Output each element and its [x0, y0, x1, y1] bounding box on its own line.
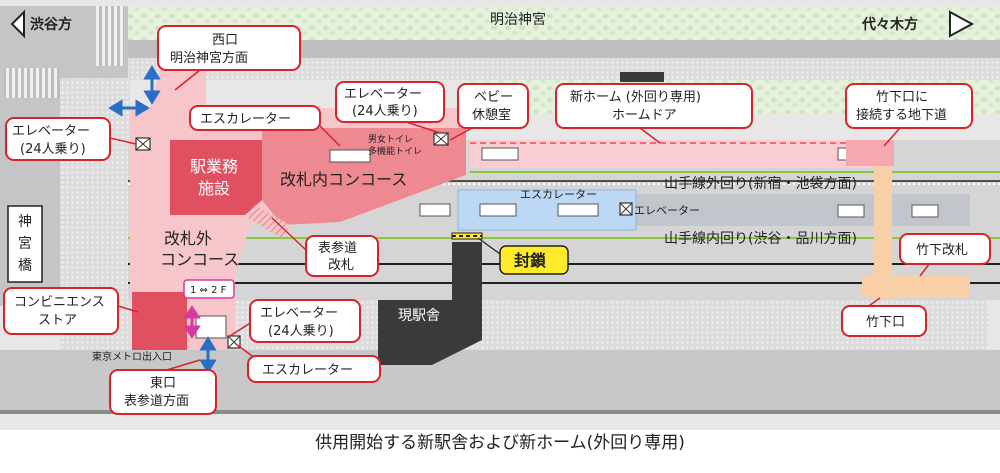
convenience-store-area: [132, 292, 187, 350]
takeshita-exit-label: 竹下口: [866, 315, 905, 330]
omotesando-gate-label-1: 表参道: [318, 240, 357, 256]
right-arrow-icon: [949, 10, 975, 38]
inner-loop-label: 山手線内回り(渋谷・品川方面): [664, 231, 857, 247]
crosswalk: [96, 6, 124, 66]
current-station-building: [378, 242, 482, 365]
station-office: [170, 140, 262, 215]
baby-room-label-2: 休憩室: [472, 107, 511, 123]
floor-arrow: [183, 305, 201, 339]
omotesando-gate-area: [248, 205, 290, 238]
floor-switch-label: 1 ⇔ 2 F: [190, 285, 227, 296]
toilet-label-2: 多機能トイレ: [368, 145, 422, 157]
callout-takeshita-gate: [899, 233, 991, 265]
callout-omotesando-gate: [305, 235, 379, 277]
closed-label: 封鎖: [514, 251, 547, 270]
callout-baby-room: [457, 83, 529, 129]
station-office-label-2: 施設: [198, 179, 230, 198]
floor-switch-box: [183, 279, 235, 299]
takeshita-underpass-label-1: 竹下口に: [876, 90, 928, 105]
omotesando-gate-label-2: 改札: [328, 258, 354, 273]
east-exit-label-2: 表参道方面: [124, 393, 189, 409]
road-edge: [0, 410, 1000, 414]
elevator-bottom-label-1: エレベーター: [260, 306, 338, 321]
takeshita-gate-label: 竹下改札: [916, 243, 968, 258]
new-platform: [470, 140, 890, 168]
baby-room-label-1: ベビー: [474, 90, 513, 105]
left-arrow-icon: [10, 9, 25, 39]
callout-elevator-bottom: [249, 299, 361, 343]
meiji-jingu-label: 明治神宮: [490, 12, 546, 28]
callout-takeshita-exit: [841, 305, 927, 337]
elevator-top-label-1: エレベーター: [344, 87, 422, 102]
callout-takeshita-underpass: [845, 83, 973, 129]
direction-left: 渋谷方: [30, 16, 72, 33]
sidewalk: [128, 58, 1000, 80]
callout-closed: [499, 245, 569, 275]
jingu-bashi-char-0: 神: [18, 214, 32, 230]
platform-roof: [620, 72, 664, 82]
west-exit-label-2: 明治神宮方面: [170, 50, 248, 66]
crosswalk: [4, 68, 60, 98]
outer-concourse-label-2: コンコース: [160, 250, 239, 269]
elevator-left-label-1: エレベーター: [12, 124, 90, 139]
jingu-bashi-char-2: 橋: [18, 258, 32, 274]
new-home-label-2: ホームドア: [612, 108, 677, 123]
takeshita-gate-area: [862, 276, 970, 298]
genekisha-label: 現駅舎: [398, 308, 440, 324]
callout-elevator-left: [5, 117, 111, 161]
direction-right: 代々木方: [861, 16, 918, 33]
new-home-label-1: 新ホーム (外回り専用): [570, 89, 701, 105]
callout-convenience-store: [3, 287, 119, 335]
callout-escalator-top: [189, 105, 321, 131]
takeshita-underpass: [874, 140, 892, 300]
convenience-store-label-2: ストア: [38, 313, 77, 328]
elevator-bottom-label-2: (24人乗り): [268, 324, 334, 339]
takeshita-underpass-label-2: 接続する地下道: [856, 107, 947, 123]
outer-concourse-label-1: 改札外: [164, 229, 212, 248]
inner-concourse-label: 改札内コンコース: [280, 170, 407, 189]
callout-elevator-top: [335, 81, 445, 123]
toilet-label-1: 男女トイレ: [368, 133, 413, 145]
elevator-left-label-2: (24人乗り): [20, 142, 86, 157]
metro-entrance-label: 東京メトロ出入口: [92, 350, 172, 363]
east-exit-label-1: 東口: [150, 375, 176, 391]
inner-concourse: [206, 128, 466, 225]
jingu-bashi-char-1: 宮: [18, 236, 32, 252]
caption: 供用開始する新駅舎および新ホーム(外回り専用): [315, 433, 685, 453]
elevator-top-label-2: (24人乗り): [352, 104, 418, 119]
convenience-store-label-1: コンビニエンス: [14, 295, 105, 310]
escalator-bottom-label: エスカレーター: [262, 363, 353, 378]
elevator-platform-label: エレベーター: [634, 204, 700, 217]
exit-arrows: [108, 65, 217, 374]
callout-new-home: [555, 83, 753, 129]
escalator-platform-label: エスカレーター: [520, 188, 597, 201]
callout-east-exit: [109, 369, 217, 415]
west-exit-label-1: 西口: [212, 33, 238, 48]
callout-west-exit: [157, 25, 301, 71]
jingu-bashi-box: [7, 205, 43, 283]
escalator-top-label: エスカレーター: [200, 112, 291, 127]
outer-loop-label: 山手線外回り(新宿・池袋方面): [664, 175, 857, 192]
station-office-label-1: 駅業務: [190, 157, 238, 176]
callout-escalator-bottom: [247, 355, 381, 383]
